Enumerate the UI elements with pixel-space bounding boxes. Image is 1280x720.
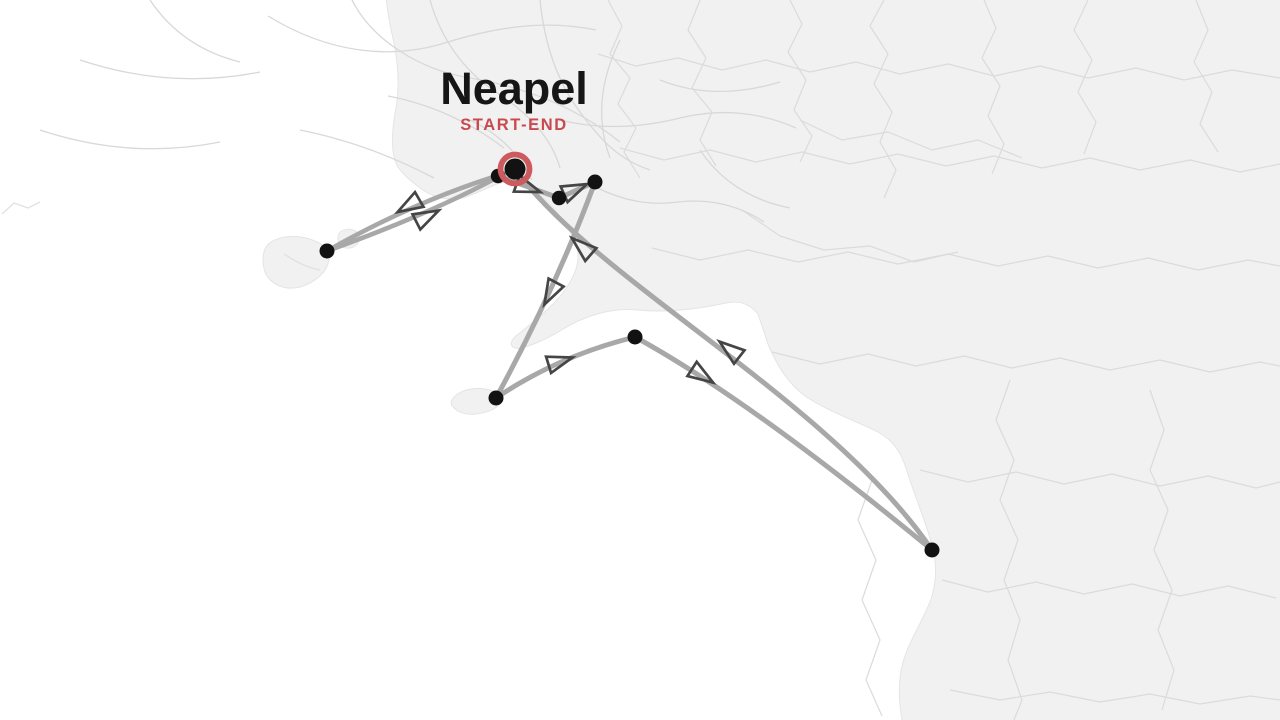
direction-arrow-icon <box>568 235 599 264</box>
route-segment-leg-hub-to-west-island <box>324 168 516 254</box>
direction-arrow-icon <box>544 355 577 376</box>
road-layer <box>39 0 797 271</box>
route-segment-leg-south-island-to-peninsula <box>493 334 638 401</box>
start-end-label: START-END <box>460 116 568 134</box>
direction-arrow-icon <box>685 359 717 385</box>
direction-arrow-icon <box>542 276 566 309</box>
stop-west-island <box>319 243 335 259</box>
direction-arrow-icon <box>410 208 443 232</box>
west-island-shape <box>262 235 330 289</box>
start-end-marker <box>504 158 526 180</box>
stop-southeast-coast <box>924 542 940 558</box>
stop-south-island <box>488 390 504 406</box>
route-segment-leg-east-2-to-south-island <box>493 179 598 401</box>
stop-layer <box>319 151 940 558</box>
direction-arrow-icon <box>393 189 426 215</box>
route-layer <box>324 166 935 553</box>
route-segment-leg-peninsula-to-southeast <box>632 334 935 553</box>
boundary-layer <box>597 0 1280 720</box>
far-left-coast-mark <box>1 201 41 215</box>
start-end-marker-ring <box>497 151 533 187</box>
direction-arrow-icon <box>716 339 747 367</box>
stop-east-1 <box>551 190 567 206</box>
route-segment-leg-southeast-back-to-hub <box>512 166 935 553</box>
south-island-shape <box>450 387 502 415</box>
mainland-shape <box>385 0 1280 720</box>
stop-peninsula <box>627 329 643 345</box>
city-title-label: Neapel <box>440 63 588 114</box>
stop-east-2 <box>587 174 603 190</box>
